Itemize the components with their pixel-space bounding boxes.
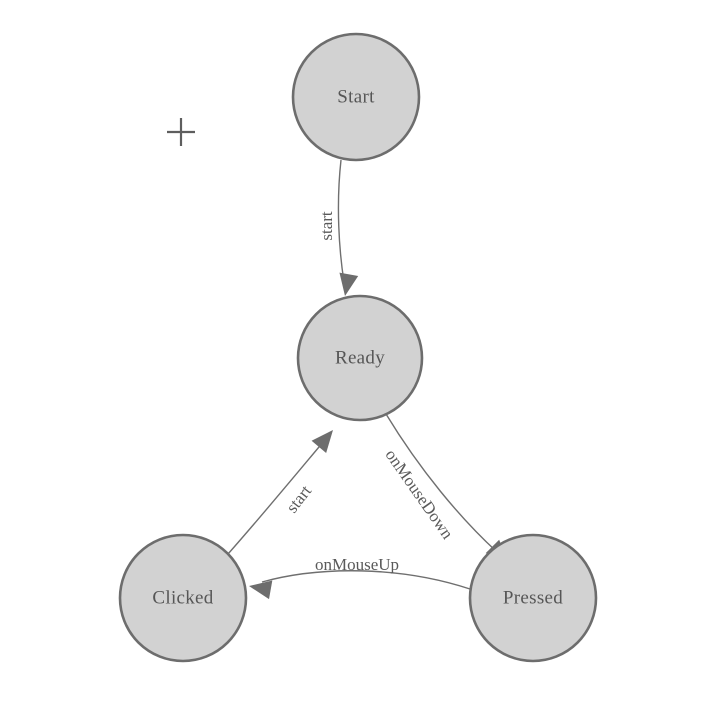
node-circle[interactable] <box>118 533 248 663</box>
edge-start-to-ready[interactable]: start <box>317 159 359 298</box>
node-label-clicked: Clicked <box>152 587 213 608</box>
node-label-pressed: Pressed <box>503 587 563 608</box>
edge-label-start-to-ready: start <box>317 211 336 241</box>
edge-label-clicked-to-ready: start <box>282 481 315 516</box>
node-label-ready: Ready <box>335 347 385 368</box>
node-label-start: Start <box>337 86 375 107</box>
node-circle[interactable] <box>296 294 424 422</box>
edge-line <box>385 413 498 553</box>
edge-line <box>337 159 345 283</box>
edge-arrowhead <box>249 580 273 600</box>
state-node-pressed[interactable]: Pressed <box>468 533 598 663</box>
state-node-ready[interactable]: Ready <box>296 294 424 422</box>
edge-line <box>261 570 471 590</box>
state-node-clicked[interactable]: Clicked <box>118 533 248 663</box>
edge-label-ready-to-pressed: onMouseDown <box>381 446 457 543</box>
edge-ready-to-pressed[interactable]: onMouseDown <box>381 413 514 569</box>
node-circle[interactable] <box>468 533 598 663</box>
edge-clicked-to-ready[interactable]: start <box>227 424 340 555</box>
edge-arrowhead <box>311 430 333 453</box>
plus-crosshair-icon <box>167 118 195 146</box>
state-node-start[interactable]: Start <box>291 32 421 162</box>
edge-pressed-to-clicked[interactable]: onMouseUp <box>247 555 471 600</box>
edge-arrowhead <box>339 272 359 296</box>
edge-label-pressed-to-clicked: onMouseUp <box>315 555 399 574</box>
edge-line <box>227 440 325 555</box>
node-circle[interactable] <box>291 32 421 162</box>
